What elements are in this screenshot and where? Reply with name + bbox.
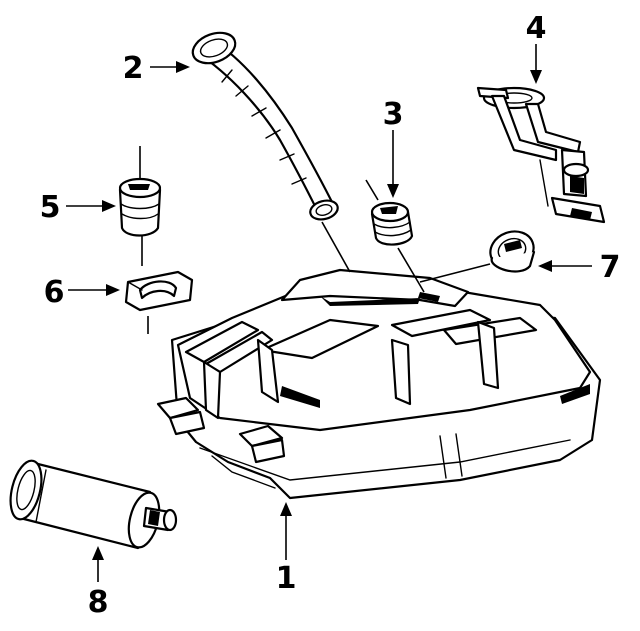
callout-7: 7: [600, 250, 621, 285]
callout-5: 5: [40, 190, 61, 225]
leader-arrows: [66, 44, 592, 582]
callout-8: 8: [88, 585, 109, 620]
callout-4: 4: [526, 11, 547, 46]
callout-labels: 1 2 3 4 5 6 7 8: [40, 11, 621, 620]
fuel-tank: [156, 268, 602, 500]
callout-3: 3: [383, 97, 404, 132]
tank-plug: [419, 230, 536, 283]
tank-grommet: [365, 179, 425, 293]
callout-1: 1: [276, 561, 297, 596]
filler-hose: [191, 31, 351, 273]
mounting-bracket: [124, 270, 194, 334]
fuel-sending-unit: [476, 86, 606, 224]
callout-6: 6: [44, 275, 65, 310]
fuel-filter: [9, 459, 178, 550]
vent-cap: [118, 146, 162, 266]
callout-2: 2: [123, 51, 144, 86]
